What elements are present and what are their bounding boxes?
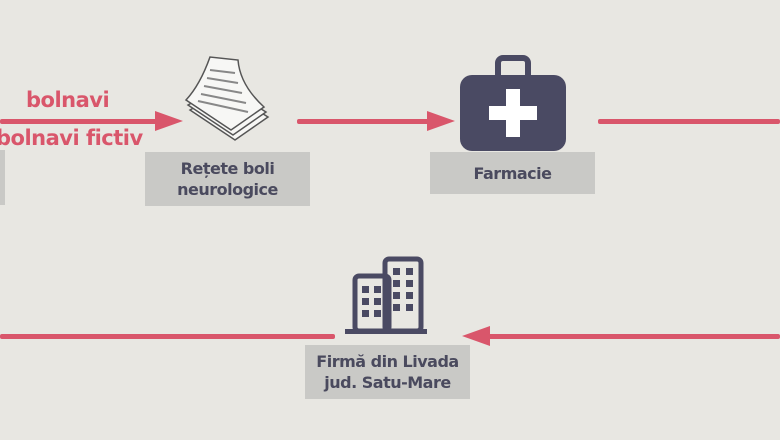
label-line: Rețete boli — [180, 159, 275, 178]
arrow-from-company — [0, 334, 335, 339]
offscreen-label-box — [0, 150, 5, 205]
arrowhead — [155, 111, 183, 131]
label-prescriptions: Rețete boli neurologice — [145, 152, 310, 206]
label-line: jud. Satu-Mare — [324, 373, 451, 392]
arrow-to-prescriptions — [0, 119, 160, 124]
arrow-label-bottom: bolnavi fictiv — [0, 126, 143, 150]
label-company: Firmă din Livada jud. Satu-Mare — [305, 345, 470, 399]
label-line: Farmacie — [473, 163, 552, 183]
label-line: neurologice — [177, 180, 278, 199]
medical-kit-icon — [460, 55, 566, 151]
label-pharmacy: Farmacie — [430, 152, 595, 194]
arrow-label-top: bolnavi — [26, 88, 110, 112]
office-building-icon — [345, 256, 427, 334]
prescription-papers-icon — [184, 56, 270, 141]
arrow-from-pharmacy — [598, 119, 780, 124]
arrowhead — [427, 111, 455, 131]
label-line: Firmă din Livada — [316, 352, 459, 371]
arrow-to-pharmacy — [297, 119, 432, 124]
arrow-to-company — [485, 334, 780, 339]
arrowhead — [462, 326, 490, 346]
